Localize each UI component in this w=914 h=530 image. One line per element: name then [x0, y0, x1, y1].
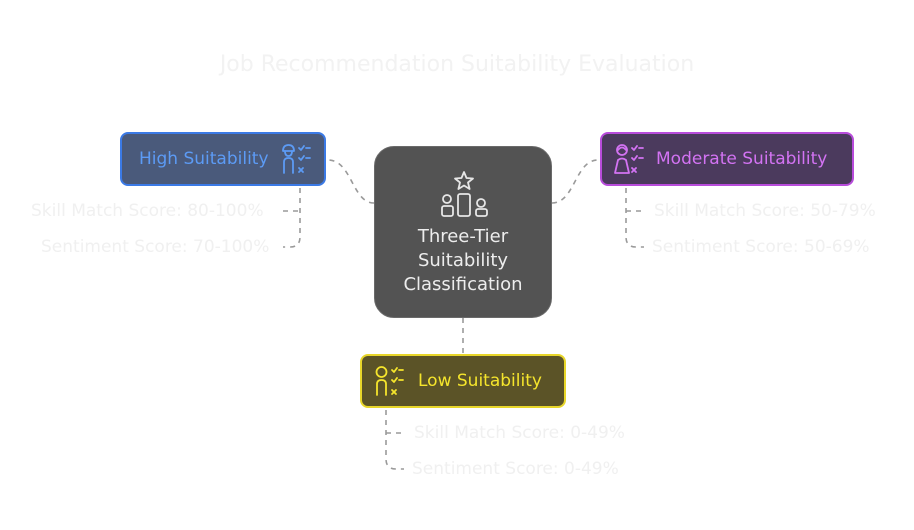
- high-skill-match-score: Skill Match Score: 80-100%: [31, 201, 264, 221]
- person-checklist-icon: [375, 366, 404, 396]
- center-node: Three-Tier Suitability Classification: [374, 146, 552, 318]
- high-suitability-label: High Suitability: [139, 149, 269, 169]
- connector-high-detail-2: [283, 188, 301, 248]
- moderate-sentiment-score: Sentiment Score: 50-69%: [652, 237, 870, 257]
- high-suitability-node: High Suitability: [120, 132, 326, 186]
- connector-moderate: [551, 159, 599, 204]
- low-suitability-node: Low Suitability: [360, 354, 566, 408]
- connector-low-detail-2: [385, 410, 404, 470]
- moderate-skill-match-score: Skill Match Score: 50-79%: [654, 201, 876, 221]
- person-checklist-icon: [281, 144, 311, 174]
- connector-high: [327, 159, 375, 204]
- low-suitability-label: Low Suitability: [418, 371, 542, 391]
- high-sentiment-score: Sentiment Score: 70-100%: [41, 237, 270, 257]
- moderate-suitability-node: Moderate Suitability: [600, 132, 854, 186]
- connector-moderate-detail-2: [625, 188, 644, 248]
- center-label: Three-Tier Suitability Classification: [403, 226, 523, 295]
- podium-star-icon: [441, 171, 488, 217]
- diagram-title: Job Recommendation Suitability Evaluatio…: [219, 52, 695, 77]
- person-checklist-icon: [614, 144, 644, 174]
- low-sentiment-score: Sentiment Score: 0-49%: [412, 459, 619, 479]
- moderate-suitability-label: Moderate Suitability: [656, 149, 828, 169]
- low-skill-match-score: Skill Match Score: 0-49%: [414, 423, 625, 443]
